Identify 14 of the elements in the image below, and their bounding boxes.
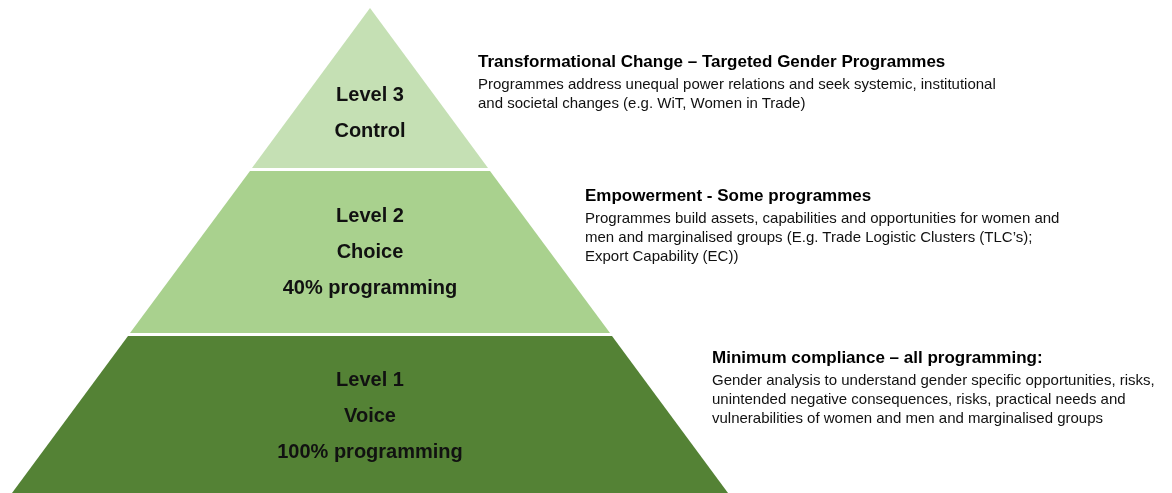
level-label: Level 3 bbox=[336, 82, 404, 107]
level-label: Choice bbox=[336, 239, 404, 264]
level-heading: Minimum compliance – all programming: bbox=[712, 348, 1043, 368]
level-description: Programmes build assets, capabilities and opportunities for women and men and marginalised groups (E.g. Trade Logistic Clusters (TLC’s); Export Capability (EC)) bbox=[585, 208, 1061, 265]
level-label: Level 1 bbox=[336, 367, 404, 392]
level-heading: Transformational Change – Targeted Gender Programmes bbox=[478, 52, 946, 72]
level-label: Control bbox=[334, 118, 406, 143]
level-label: 40% programming bbox=[282, 275, 458, 300]
level-description: Gender analysis to understand gender specific opportunities, risks, unintended negative consequences, risks, practical needs and vulnerabilities of women and men and marginalised groups bbox=[712, 370, 1156, 427]
level-description: Programmes address unequal power relations and seek systemic, institutional and societal changes (e.g. WiT, Women in Trade) bbox=[478, 74, 997, 112]
level-label: Voice bbox=[344, 403, 396, 428]
level-heading: Empowerment - Some programmes bbox=[585, 186, 872, 206]
level-label: 100% programming bbox=[277, 439, 463, 464]
level-label: Level 2 bbox=[336, 203, 404, 228]
